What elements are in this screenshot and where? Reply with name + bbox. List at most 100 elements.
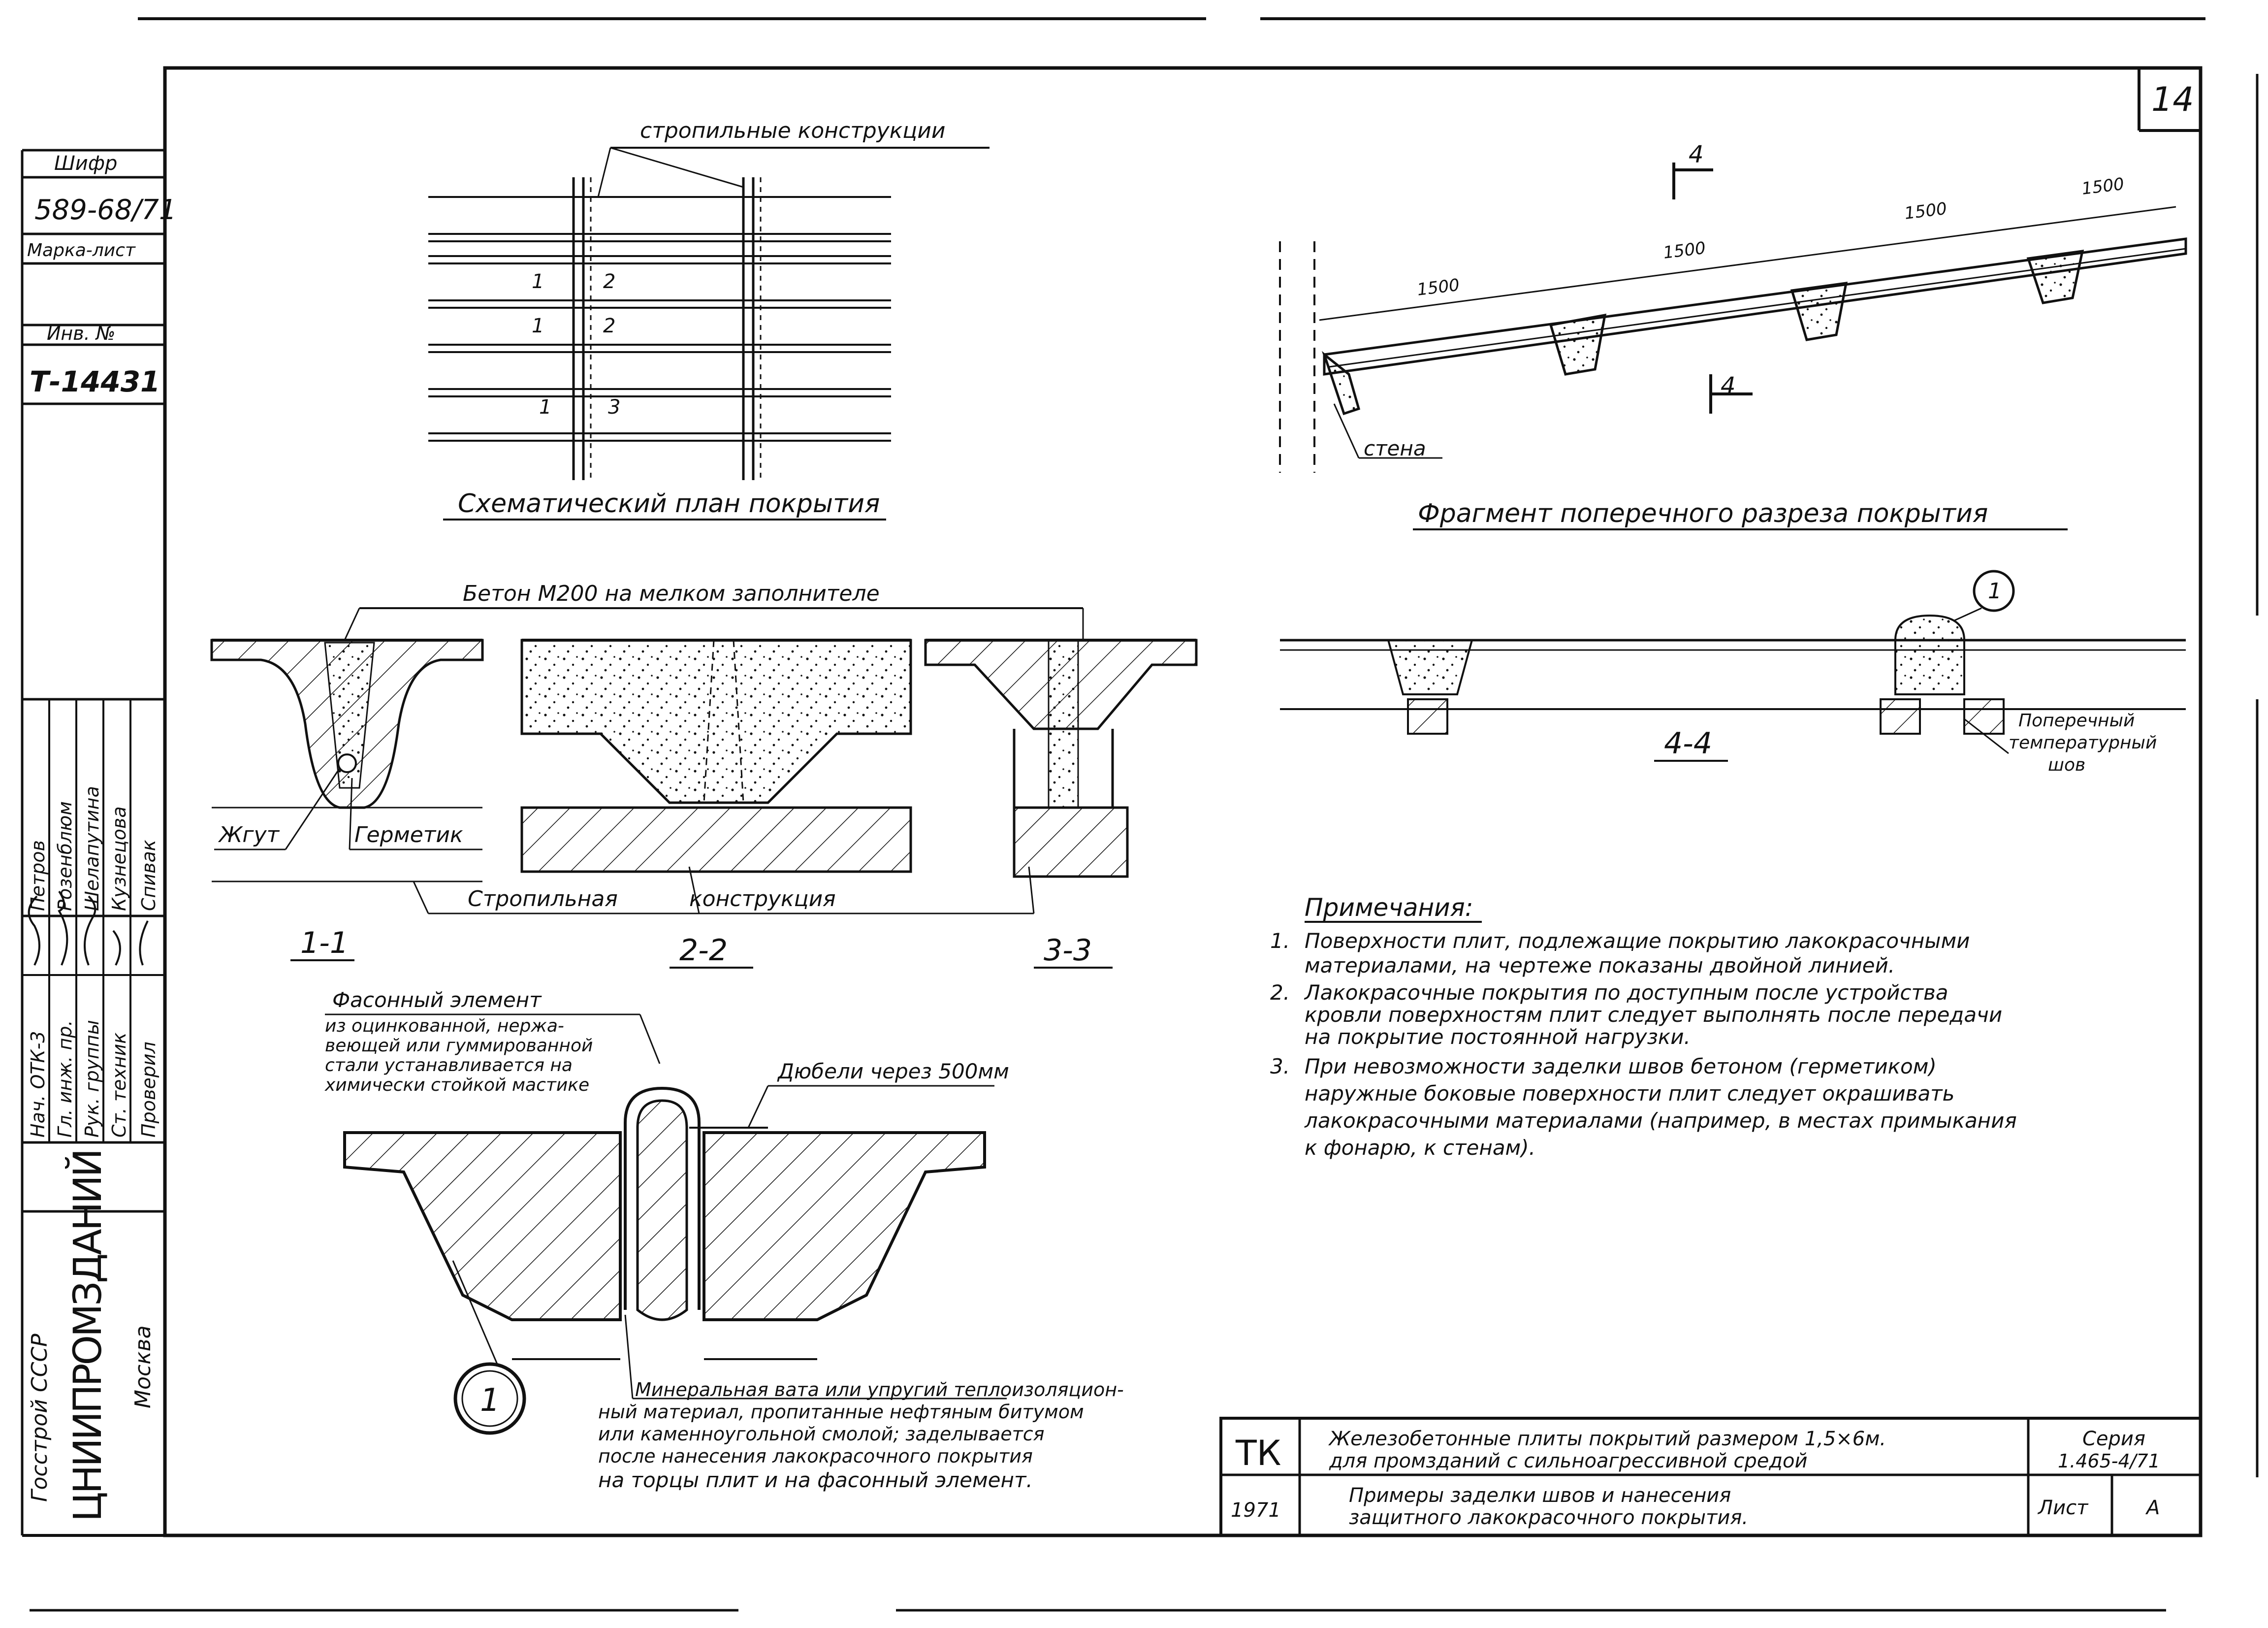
note-1-num: 1.: [1270, 929, 1290, 953]
dim-1: 1500: [1416, 275, 1461, 300]
tb-sheet-value: А: [2145, 1497, 2160, 1519]
role-4: Ст. техник: [108, 1033, 130, 1138]
joint-label-2: температурный: [2009, 733, 2157, 753]
plan-mark-1c: 1: [539, 396, 551, 419]
plan-caption: Схематический план покрытия: [458, 489, 880, 519]
tb-subtitle-1: Примеры заделки швов и нанесения: [1349, 1484, 1731, 1507]
wall-label: стена: [1364, 436, 1426, 460]
plan-top-label: стропильные конструкции: [640, 118, 945, 143]
joint-detail: Фасонный элемент из оцинкованной, нержа-…: [324, 988, 1124, 1492]
sheet-frame: [22, 17, 2259, 1612]
tb-subtitle-2: защитного лакокрасочного покрытия.: [1349, 1506, 1748, 1529]
note-1-line-2: материалами, на чертеже показаны двойной…: [1305, 953, 1895, 977]
cross-section-fragment: 1500 1500 1500 1500 4 4 стена Фрагмент п…: [1279, 141, 2187, 530]
dim-3: 1500: [1903, 199, 1948, 224]
concrete-label: Бетон М200 на мелком заполнителе: [463, 581, 880, 606]
schematic-plan: стропильные конструкции: [428, 118, 990, 521]
name-4: Кузнецова: [108, 806, 130, 911]
note-2-line-3: на покрытие постоянной нагрузки.: [1305, 1025, 1691, 1049]
left-strip: Шифр 589-68/71 Марка-лист Инв. № Т-14431…: [21, 149, 176, 1535]
truss-word-1: Стропильная: [468, 886, 618, 912]
name-3: Шелапутина: [81, 786, 103, 911]
role-3: Рук. группы: [81, 1020, 103, 1138]
mineral-line-1: Минеральная вата или упругий теплоизоляц…: [635, 1379, 1124, 1400]
city: Москва: [130, 1325, 156, 1408]
signature-scribbles: [28, 890, 149, 966]
caption-2-2: 2-2: [679, 933, 728, 968]
dowel-label: Дюбели через 500мм: [777, 1059, 1009, 1083]
shaped-label-2: из оцинкованной, нержа-: [325, 1016, 564, 1036]
mineral-line-4: после нанесения лакокрасочного покрытия: [598, 1445, 1033, 1467]
tb-year: 1971: [1231, 1499, 1281, 1522]
signature-table: Нач. ОТК-3 Гл. инж. пр. Рук. группы Ст. …: [21, 698, 166, 1144]
section-1-1: Жгут Герметик 1-1: [210, 639, 484, 961]
tb-code: ТК: [1235, 1433, 1281, 1473]
sealant-label: Герметик: [354, 822, 463, 847]
mark-label: Марка-лист: [27, 240, 136, 260]
org-top: Госстрой СССР: [27, 1334, 52, 1502]
callout-4-4: 1: [1988, 579, 2002, 604]
name-2: Розенблюм: [54, 801, 76, 911]
note-3-line-4: к фонарю, к стенам).: [1305, 1136, 1535, 1160]
tb-title-1: Железобетонные плиты покрытий размером 1…: [1328, 1428, 1886, 1450]
caption-3-3: 3-3: [1044, 933, 1092, 968]
note-3-line-3: лакокрасочными материалами (например, в …: [1304, 1108, 2017, 1133]
section-3-3: 3-3: [924, 639, 1198, 969]
shaped-label-3: веющей или гуммированной: [325, 1036, 593, 1056]
mineral-line-3: или каменноугольной смолой; заделывается: [598, 1423, 1045, 1445]
plan-mark-2b: 2: [603, 315, 615, 337]
section-mark-4-top: 4: [1689, 141, 1704, 168]
plan-mark-2a: 2: [603, 270, 615, 293]
cord-label: Жгут: [218, 822, 280, 847]
org-block: Госстрой СССР ЦНИИПРОМЗДАНИЙ Москва: [22, 1150, 165, 1522]
dim-4: 1500: [2080, 174, 2125, 199]
note-1-line-1: Поверхности плит, подлежащие покрытию ла…: [1305, 929, 1970, 953]
sheet-number: 14: [2151, 80, 2194, 119]
sections-row: Бетон М200 на мелком заполнителе Жгут Ге…: [210, 581, 1198, 969]
note-2-num: 2.: [1270, 980, 1290, 1005]
mineral-line-2: ный материал, пропитанные нефтяным битум…: [598, 1401, 1084, 1423]
shaped-label-1: Фасонный элемент: [332, 988, 542, 1012]
section-4-4: 1 4-4 Поперечный температурный шов: [1280, 570, 2186, 775]
section-mark-4-bottom: 4: [1721, 372, 1736, 400]
tb-sheet-label: Лист: [2037, 1497, 2089, 1519]
caption-1-1: 1-1: [300, 926, 349, 960]
plan-mark-1a: 1: [532, 270, 544, 293]
note-2-line-1: Лакокрасочные покрытия по доступным посл…: [1304, 980, 1948, 1005]
sheet-number-box: 14: [2138, 68, 2201, 132]
plan-mark-3: 3: [608, 396, 620, 419]
cipher-value: 589-68/71: [34, 194, 176, 226]
name-5: Спивак: [138, 840, 160, 911]
tb-series-value: 1.465-4/71: [2058, 1450, 2160, 1472]
role-5: Проверил: [138, 1042, 160, 1138]
role-1: Нач. ОТК-3: [27, 1031, 49, 1138]
tb-title-2: для промзданий с сильноагрессивной средо…: [1329, 1450, 1807, 1472]
joint-label-1: Поперечный: [2018, 711, 2135, 731]
title-block: ТК 1971 Железобетонные плиты покрытий ра…: [1219, 1417, 2202, 1537]
dim-2: 1500: [1662, 238, 1707, 263]
notes-title: Примечания:: [1305, 893, 1473, 922]
inv-value: Т-14431: [30, 365, 160, 398]
detail-callout: 1: [480, 1382, 500, 1419]
cross-section-caption: Фрагмент поперечного разреза покрытия: [1418, 499, 1988, 528]
section-2-2: Стропильная конструкция 2-2: [413, 639, 1035, 969]
shaped-label-5: химически стойкой мастике: [324, 1075, 589, 1095]
note-3-line-2: наружные боковые поверхности плит следуе…: [1305, 1081, 1954, 1106]
truss-word-2: конструкция: [689, 886, 836, 912]
notes: Примечания: 1. Поверхности плит, подлежа…: [1270, 893, 2017, 1160]
org-name: ЦНИИПРОМЗДАНИЙ: [65, 1150, 110, 1522]
joint-label-3: шов: [2048, 755, 2085, 775]
note-3-num: 3.: [1270, 1054, 1290, 1078]
cipher-label: Шифр: [54, 152, 117, 175]
tb-series-label: Серия: [2082, 1428, 2145, 1450]
mineral-line-5: на торцы плит и на фасонный элемент.: [598, 1468, 1033, 1492]
caption-4-4: 4-4: [1664, 726, 1712, 761]
shaped-label-4: стали устанавливается на: [325, 1055, 573, 1075]
note-3-line-1: При невозможности заделки швов бетоном (…: [1305, 1054, 1937, 1078]
role-2: Гл. инж. пр.: [54, 1020, 76, 1138]
name-1: Петров: [27, 840, 49, 911]
plan-section-marks: 1 2 1 2 1 3: [532, 270, 620, 419]
inv-label: Инв. №: [47, 323, 115, 344]
note-2-line-2: кровли поверхностям плит следует выполня…: [1305, 1003, 2002, 1027]
